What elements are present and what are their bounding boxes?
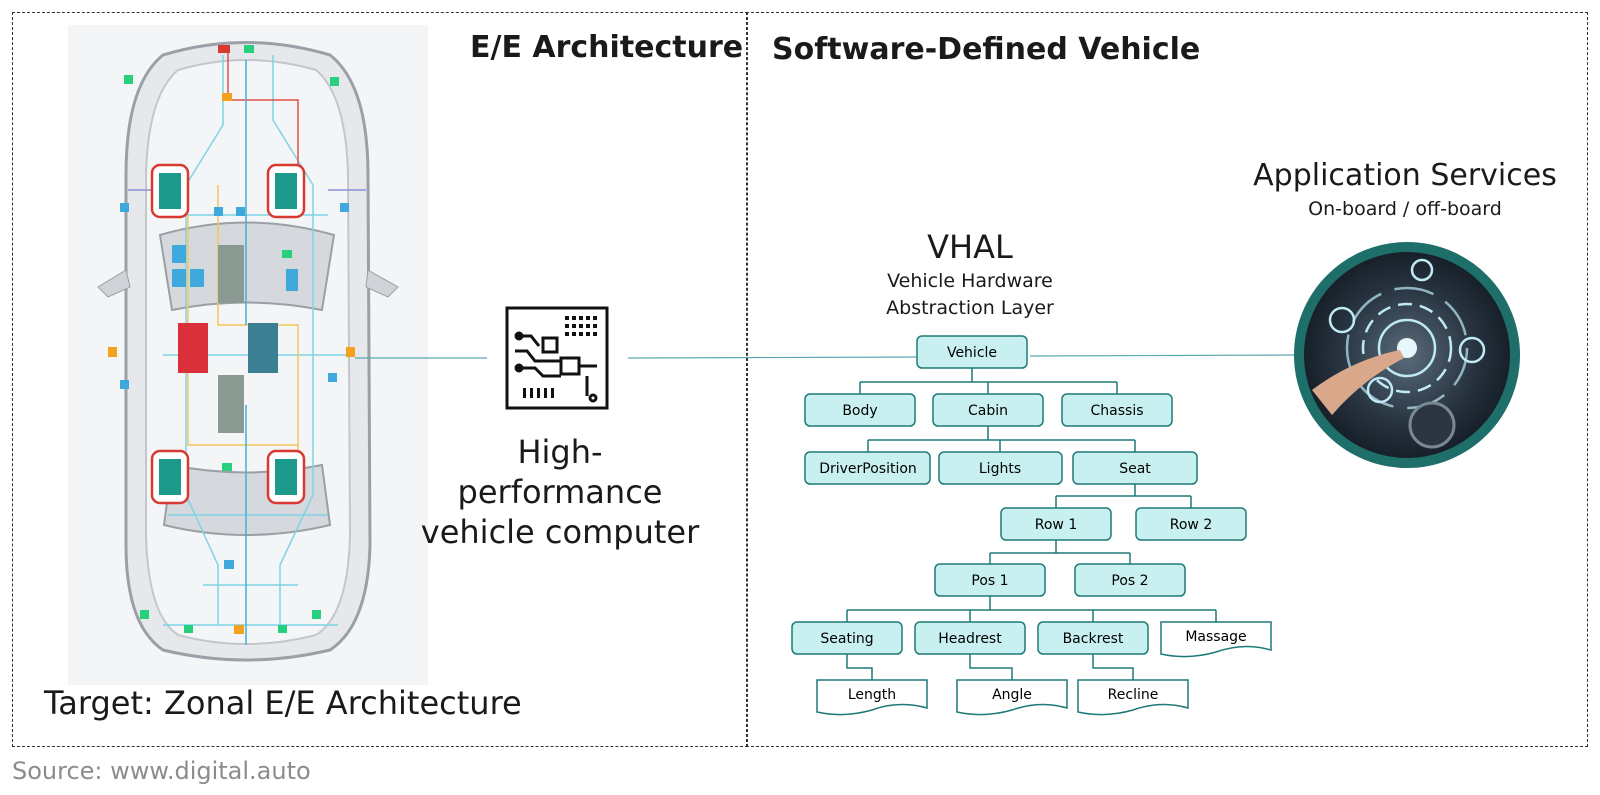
svg-text:Headrest: Headrest <box>938 631 1002 647</box>
svg-text:Cabin: Cabin <box>968 403 1008 419</box>
tree-node-pos1: Pos 1 <box>934 563 1046 597</box>
tree-node-lights: Lights <box>938 451 1063 485</box>
tree-node-chassis: Chassis <box>1061 393 1173 427</box>
tree-node-massage: Massage <box>1160 621 1272 658</box>
svg-text:Pos 1: Pos 1 <box>971 573 1008 589</box>
tree-node-body: Body <box>804 393 916 427</box>
hpc-label-line2: vehicle computer <box>420 513 700 551</box>
tree-node-angle: Angle <box>956 679 1068 716</box>
svg-text:Seat: Seat <box>1119 461 1151 477</box>
svg-text:Seating: Seating <box>820 631 873 647</box>
svg-text:Lights: Lights <box>979 461 1021 477</box>
vhal-tree: Vehicle Body Cabin Chassis DriverPositio… <box>791 335 1272 716</box>
svg-text:Pos 2: Pos 2 <box>1111 573 1148 589</box>
vhal-subtitle-line2: Abstraction Layer <box>886 297 1054 319</box>
svg-text:Chassis: Chassis <box>1091 403 1144 419</box>
svg-text:DriverPosition: DriverPosition <box>819 461 917 477</box>
svg-text:Vehicle: Vehicle <box>947 345 997 361</box>
zonal-car-illustration <box>68 25 428 685</box>
svg-text:Row 2: Row 2 <box>1170 517 1212 533</box>
tree-node-row2: Row 2 <box>1135 507 1247 541</box>
vhal-subtitle: Vehicle Hardware Abstraction Layer <box>850 268 1090 322</box>
target-label: Target: Zonal E/E Architecture <box>44 684 522 722</box>
tree-node-row1: Row 1 <box>1000 507 1112 541</box>
tree-node-seat: Seat <box>1072 451 1198 485</box>
svg-text:Row 1: Row 1 <box>1035 517 1077 533</box>
tree-node-backrest: Backrest <box>1037 621 1149 655</box>
svg-text:Length: Length <box>848 687 896 703</box>
ee-architecture-panel <box>12 12 748 747</box>
application-services-image <box>1294 242 1520 468</box>
source-caption: Source: www.digital.auto <box>12 757 311 785</box>
hpc-label: High-performance vehicle computer <box>420 432 700 552</box>
tree-node-recline: Recline <box>1077 679 1189 716</box>
svg-text:Backrest: Backrest <box>1063 631 1124 647</box>
tree-node-headrest: Headrest <box>914 621 1026 655</box>
sdv-title: Software-Defined Vehicle <box>772 32 1201 67</box>
vhal-title: VHAL <box>927 228 1013 266</box>
tree-node-cabin: Cabin <box>932 393 1044 427</box>
ee-architecture-title: E/E Architecture <box>470 30 744 65</box>
sdv-panel <box>746 12 1588 747</box>
svg-text:Recline: Recline <box>1108 687 1159 703</box>
svg-text:Body: Body <box>842 403 877 419</box>
tree-node-pos2: Pos 2 <box>1074 563 1186 597</box>
tree-node-driverposition: DriverPosition <box>804 451 931 485</box>
svg-text:Angle: Angle <box>992 687 1032 703</box>
svg-text:Massage: Massage <box>1185 629 1246 645</box>
vhal-subtitle-line1: Vehicle Hardware <box>887 270 1053 292</box>
tree-node-seating: Seating <box>791 621 903 655</box>
hpc-label-line1: High-performance <box>457 433 663 511</box>
circuit-board-icon <box>505 306 609 410</box>
application-services-title: Application Services <box>1253 158 1557 193</box>
tree-node-length: Length <box>816 679 928 716</box>
application-services-subtitle: On-board / off-board <box>1308 198 1502 220</box>
tree-node-vehicle: Vehicle <box>916 335 1028 369</box>
